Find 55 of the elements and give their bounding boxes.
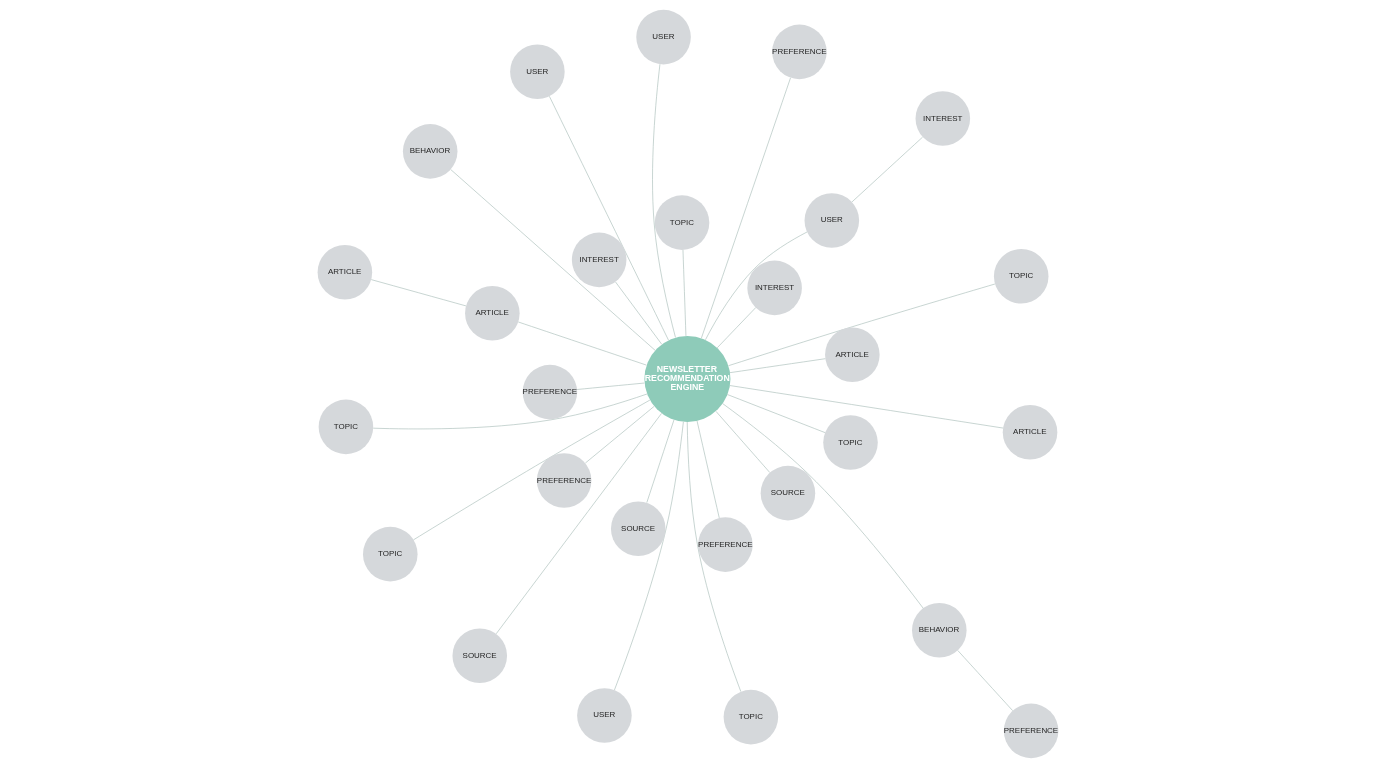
node-circle: TOPIC [823,415,878,470]
node-circle: TOPIC [318,399,374,455]
node-circle: SOURCE [760,465,816,521]
node-circle: ARTICLE [317,245,373,300]
connector [705,231,808,341]
node-circle: USER [636,9,691,65]
connector [729,385,1004,429]
node-circle: INTEREST [747,260,802,316]
connector [722,403,924,609]
connector [715,411,771,473]
connector [727,394,826,433]
node-circle: PREFERENCE [1003,703,1059,759]
node-circle: NEWSLETTER RECOMMENDATION ENGINE [644,335,731,422]
node-circle: BEHAVIOR [912,602,967,658]
node-circle: ARTICLE [465,285,520,341]
connector [701,77,791,339]
connector [517,321,647,366]
connector [716,307,756,349]
node-circle: INTEREST [915,91,971,146]
node-circle: USER [804,193,860,248]
connector [576,382,645,390]
node-circle: INTEREST [571,232,627,288]
node-circle: TOPIC [654,195,710,250]
node-circle: SOURCE [452,628,508,683]
connector [495,413,662,635]
node-circle: TOPIC [993,249,1049,304]
node-circle: USER [577,688,632,743]
connector [652,63,676,338]
connector [851,136,923,203]
node-circle: ARTICLE [825,327,880,383]
connector [585,405,655,464]
connector [450,169,656,351]
connector [413,399,651,541]
connector [729,358,826,373]
connector [549,96,669,341]
node-circle: PREFERENCE [536,453,592,508]
node-circle: PREFERENCE [772,24,827,80]
node-circle: TOPIC [363,526,418,582]
node-circle: SOURCE [610,501,666,556]
connector [646,419,675,503]
node-circle: ARTICLE [1002,405,1058,460]
node-circle: PREFERENCE [522,364,578,420]
connector [370,279,467,307]
connector [372,393,648,430]
connector [686,421,742,692]
node-circle: PREFERENCE [698,517,753,572]
connector [696,420,720,519]
node-circle: TOPIC [723,689,779,745]
connector [614,421,684,691]
connector [728,283,996,367]
connector [615,281,663,345]
connector [957,650,1013,711]
connector [682,249,687,337]
node-circle: USER [510,44,565,100]
node-circle: BEHAVIOR [402,124,458,179]
